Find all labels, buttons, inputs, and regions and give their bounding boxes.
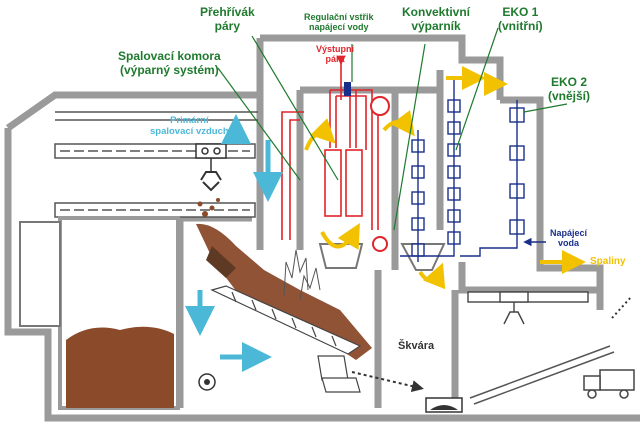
leader-lines (217, 27, 568, 231)
fan-icon (198, 373, 216, 391)
slag-label: Škvára (398, 340, 435, 352)
crane-icon (195, 143, 227, 192)
truck-icon (583, 369, 635, 399)
bunker-label: Bunkr(odpad) (72, 266, 146, 311)
injector-icon (344, 82, 351, 96)
eko2-label: EKO 2(vnější) (548, 75, 591, 103)
water-circuit (400, 80, 546, 262)
flue-gas-path (304, 66, 586, 290)
primary-air-arrows (185, 114, 283, 372)
waste-chute (196, 198, 372, 360)
bunker (19, 216, 180, 410)
flue-gas-label: Spaliny (590, 256, 626, 267)
flames (283, 249, 321, 301)
eko1-label: EKO 1(vnitřní) (498, 5, 543, 33)
conveyor-icon (351, 295, 633, 405)
combustion-chamber-label: Spalovací komora(výparný systém) (118, 49, 221, 77)
economizer-banks (411, 99, 525, 257)
slag-pit (425, 397, 463, 413)
right-crane (467, 291, 589, 325)
grate-icon (210, 285, 362, 393)
